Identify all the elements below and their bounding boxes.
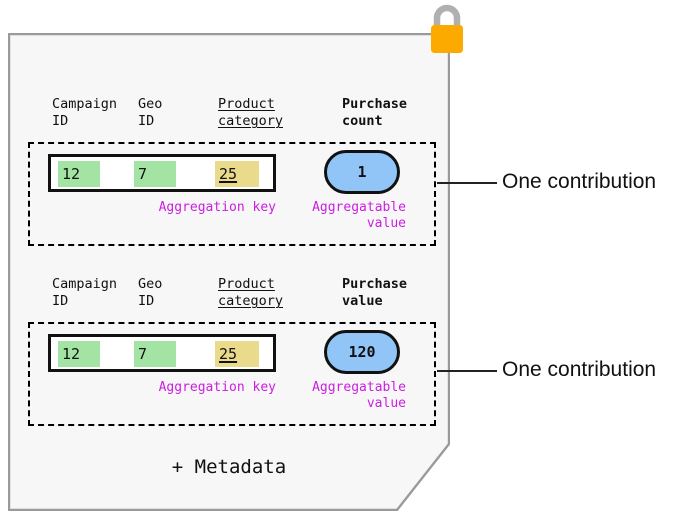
annotation-one-contribution-1: One contribution <box>502 170 657 193</box>
contribution-block-1: Campaign ID Geo ID Product category Purc… <box>28 96 436 246</box>
aggregatable-value-caption-1: Aggregatable value <box>312 200 406 231</box>
key-cell-geo-id-2: 7 <box>134 341 176 367</box>
aggregatable-value-pill-1: 1 <box>324 150 400 194</box>
column-header-purchase-value: Purchase value <box>342 276 408 309</box>
column-header-product-category-2: Product category <box>218 276 284 309</box>
column-header-campaign-id-2: Campaign ID <box>52 276 118 309</box>
aggregation-key-box-1: 12 7 25 <box>48 154 276 192</box>
column-header-geo-id: Geo ID <box>138 96 163 129</box>
key-cell-campaign-id: 12 <box>58 161 100 187</box>
aggregatable-value-pill-2: 120 <box>324 330 400 374</box>
leader-line-1 <box>437 182 497 184</box>
leader-line-2 <box>437 370 497 372</box>
key-cell-geo-id: 7 <box>134 161 176 187</box>
column-header-geo-id-2: Geo ID <box>138 276 163 309</box>
column-headers-2: Campaign ID Geo ID Product category Purc… <box>28 276 436 322</box>
metadata-footer-label: + Metadata <box>171 456 287 478</box>
column-headers-1: Campaign ID Geo ID Product category Purc… <box>28 96 436 142</box>
contribution-group-box-2: 12 7 25 120 Aggregation key Aggregatable… <box>28 322 436 426</box>
contribution-block-2: Campaign ID Geo ID Product category Purc… <box>28 276 436 426</box>
aggregation-key-caption-2: Aggregation key <box>158 380 276 395</box>
lock-icon <box>431 4 463 53</box>
key-cell-product-category: 25 <box>215 161 259 187</box>
aggregation-key-box-2: 12 7 25 <box>48 334 276 372</box>
key-cell-campaign-id-2: 12 <box>58 341 100 367</box>
aggregation-key-caption-1: Aggregation key <box>158 200 276 215</box>
annotation-one-contribution-2: One contribution <box>502 358 657 381</box>
column-header-purchase-count: Purchase count <box>342 96 408 129</box>
key-cell-product-category-2: 25 <box>215 341 259 367</box>
column-header-product-category: Product category <box>218 96 284 129</box>
aggregatable-value-caption-2: Aggregatable value <box>312 380 406 411</box>
column-header-campaign-id: Campaign ID <box>52 96 118 129</box>
contribution-group-box-1: 12 7 25 1 Aggregation key Aggregatable v… <box>28 142 436 246</box>
